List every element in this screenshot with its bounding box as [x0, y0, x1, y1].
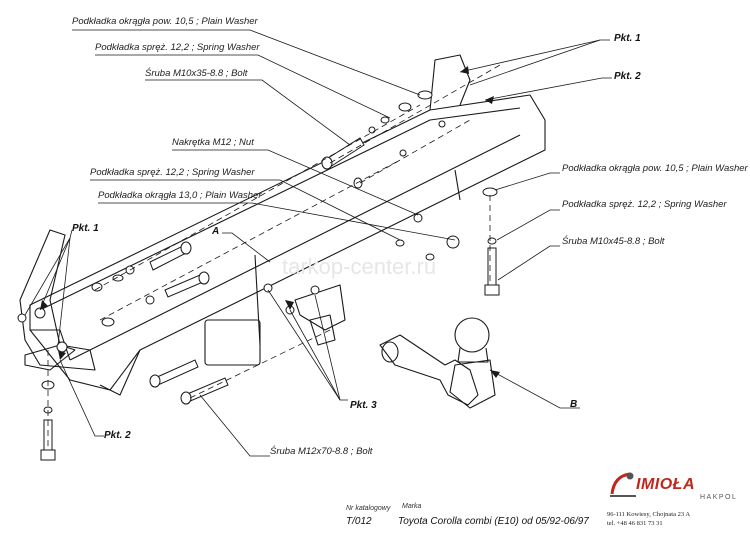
imiola-logo-mark	[610, 472, 636, 497]
company-phone: tel. +48 46 831 73 31	[607, 520, 663, 527]
brand-caption: Marka	[402, 503, 422, 510]
leader-spring-washer-top	[95, 54, 391, 119]
leader-b	[489, 369, 580, 409]
mounting-block	[204, 284, 346, 366]
label-nut-m12: Nakrętka M12 ; Nut	[172, 137, 254, 148]
leader-plain-washer-13	[98, 202, 456, 241]
pkt1-left-label: Pkt. 1	[72, 223, 99, 234]
leader-pkt3	[289, 309, 348, 401]
pkt3-label: Pkt. 3	[350, 400, 377, 411]
label-spring-washer-mid: Podkładka spręż. 12,2 ; Spring Washer	[90, 167, 255, 178]
leader-plain-washer-top	[72, 29, 421, 96]
leader-plain-washer-right	[494, 172, 560, 191]
part-a-label: A	[212, 226, 220, 237]
label-bolt-m12x70: Śruba M12x70-8.8 ; Bolt	[270, 446, 373, 457]
label-bolt-m10x35: Śruba M10x35-8.8 ; Bolt	[145, 68, 248, 79]
catalog-number-caption: Nr katalogowy	[346, 505, 391, 512]
leader-pkt1-top	[459, 39, 610, 73]
leader-spring-washer-mid	[90, 179, 401, 241]
label-spring-washer-right: Podkładka spręż. 12,2 ; Spring Washer	[562, 199, 727, 210]
company-address: 96-111 Kowiesy, Chojnata 23 A	[607, 511, 691, 518]
label-bolt-m10x45: Śruba M10x45-8.8 ; Bolt	[562, 236, 665, 247]
ball-hitch	[379, 317, 496, 409]
leader-a	[222, 232, 271, 263]
company-logo: IMIOŁA	[636, 476, 695, 493]
pkt1-top-label: Pkt. 1	[614, 33, 641, 44]
left-bracket	[19, 229, 96, 371]
leader-bolt-m10x35	[145, 79, 351, 146]
label-plain-washer-13: Podkładka okrągła 13,0 ; Plain Washer	[98, 190, 262, 201]
label-spring-washer-top: Podkładka spręż. 12,2 ; Spring Washer	[95, 42, 260, 53]
main-crossbar-beam	[29, 54, 546, 396]
leader-nut-m12	[172, 149, 419, 216]
label-plain-washer-top: Podkładka okrągła pow. 10,5 ; Plain Wash…	[72, 16, 258, 27]
leader-bolt-m12x70	[199, 394, 270, 457]
part-b-label: B	[570, 399, 578, 410]
catalog-number: T/012	[346, 516, 372, 527]
label-plain-washer-right: Podkładka okrągła pow. 10,5 ; Plain Wash…	[562, 163, 748, 174]
pkt2-top-label: Pkt. 2	[614, 71, 641, 82]
leader-pkt2-top	[484, 77, 612, 101]
vehicle-model: Toyota Corolla combi (E10) od 05/92-06/9…	[398, 516, 589, 527]
leader-spring-washer-right	[496, 209, 560, 241]
company-logo-sub: HAKPOL	[700, 494, 738, 501]
pkt2-left-label: Pkt. 2	[104, 430, 131, 441]
leader-bolt-m10x45	[497, 245, 560, 281]
leader-pkt2-left	[59, 359, 104, 437]
watermark: tarkop-center.ru	[282, 254, 437, 279]
